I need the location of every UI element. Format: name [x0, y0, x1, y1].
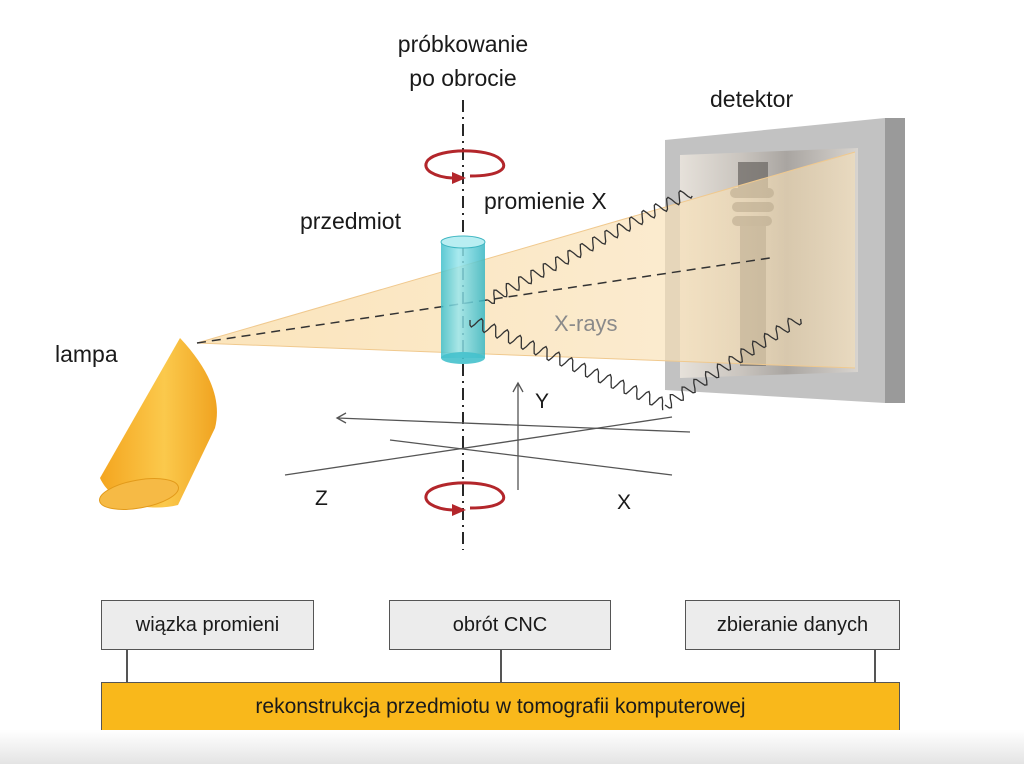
lamp-label: lampa [55, 341, 118, 367]
beam-edge-top [196, 151, 856, 344]
x-ray-beam [197, 152, 855, 368]
cnc-rotation-box: obrót CNC [389, 600, 611, 650]
rotation-arrow-bottom [424, 481, 506, 516]
reconstruction-bar: rekonstrukcja przedmiotu w tomografii ko… [101, 682, 900, 731]
connector-beam [126, 650, 128, 682]
axis-z-label: Z [315, 487, 328, 510]
beam-box: wiązka promieni [101, 600, 314, 650]
x-ray-lamp [99, 338, 217, 510]
axis-x-label: X [617, 491, 631, 514]
rotation-arrow-top [424, 149, 506, 184]
connector-data [874, 650, 876, 682]
xrays-label-pl: promienie X [484, 188, 607, 214]
detector-label: detektor [710, 86, 793, 112]
sampling-label-line1: próbkowanie [398, 31, 528, 57]
object-cylinder [440, 235, 486, 364]
bottom-shade [0, 730, 1024, 764]
axis-y-label: Y [535, 390, 549, 413]
xrays-label-en: X-rays [554, 311, 618, 336]
connector-rotation [500, 650, 502, 682]
sampling-label-line2: po obrocie [409, 65, 516, 91]
beam-edge-bottom [196, 342, 856, 369]
coordinate-axes [284, 381, 691, 490]
object-label: przedmiot [300, 208, 402, 234]
ct-scanner-diagram: próbkowanie po obrocie detektor promieni… [55, 31, 905, 550]
x-ray-wave-upper [487, 189, 693, 304]
data-collection-box: zbieranie danych [685, 600, 900, 650]
x-ray-wave-lower [469, 317, 802, 411]
